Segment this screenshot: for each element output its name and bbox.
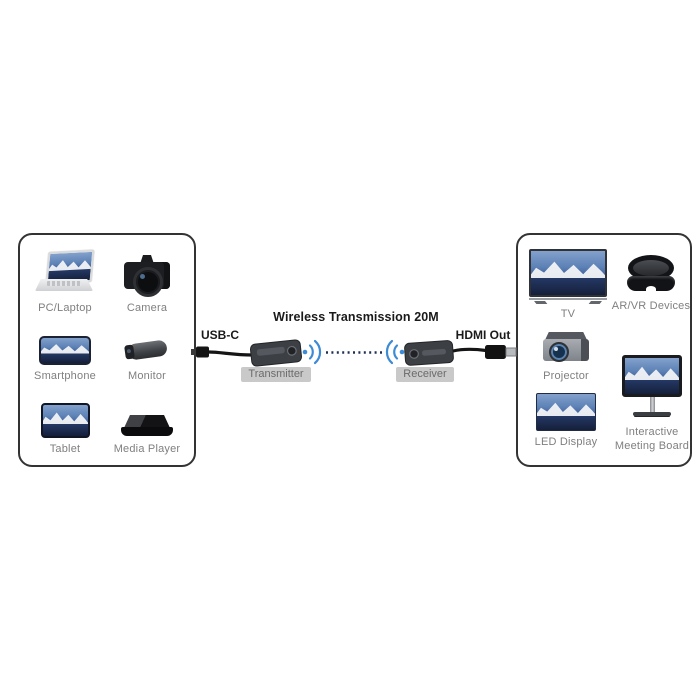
device-label: Camera: [126, 302, 168, 314]
transmitter-chip-row: Transmitter: [216, 367, 336, 382]
wifi-signal-in-icon: [385, 339, 405, 365]
laptop-icon: [35, 249, 95, 297]
receiver-label: Receiver: [396, 367, 454, 382]
monitor-icon: [123, 337, 171, 365]
wifi-signal-out-icon: [302, 339, 322, 365]
tablet-icon: [40, 403, 90, 438]
receiver-device-icon: [404, 340, 454, 366]
device-label: TV: [560, 308, 576, 320]
wireless-link-graphic: [191, 339, 517, 367]
device-label: Monitor: [127, 370, 167, 382]
meeting-board-icon: [616, 355, 688, 421]
transmitter-device-icon: [249, 339, 303, 367]
device-cell-media-player: Media Player: [106, 403, 188, 456]
device-label: Tablet: [49, 443, 81, 455]
device-cell-arvr: AR/VR Devices: [611, 253, 691, 313]
source-devices-box: PC/Laptop Camera Smartphone Monitor: [18, 233, 196, 467]
hdmi-out-label: HDMI Out: [455, 328, 511, 342]
device-label: Media Player: [113, 443, 181, 455]
device-label: PC/Laptop: [38, 302, 92, 314]
receiver-chip-row: Receiver: [365, 367, 485, 382]
device-label: Interactive Meeting Board: [614, 426, 690, 453]
device-cell-tablet: Tablet: [24, 403, 106, 456]
display-devices-box: TV AR/VR Devices Projector: [516, 233, 692, 467]
hdmi-plug-icon: [485, 345, 517, 359]
usb-plug-icon: [191, 346, 209, 358]
diagram-title: Wireless Transmission 20M: [273, 310, 439, 324]
device-cell-smartphone: Smartphone: [24, 333, 106, 383]
device-cell-projector: Projector: [524, 329, 608, 383]
device-cell-pc-laptop: PC/Laptop: [24, 249, 106, 315]
tv-icon: [529, 249, 607, 303]
projector-icon: [542, 332, 590, 365]
vr-headset-icon: [623, 255, 679, 295]
device-label: LED Display: [534, 436, 598, 448]
device-cell-tv: TV: [522, 247, 614, 321]
transmitter-label: Transmitter: [241, 367, 311, 382]
smartphone-icon: [39, 336, 91, 365]
usb-c-label: USB-C: [201, 328, 239, 342]
camera-icon: [124, 255, 170, 297]
led-display-icon: [536, 393, 596, 431]
device-label: Smartphone: [34, 370, 96, 382]
hdmi-cable: [452, 347, 487, 353]
media-player-icon: [121, 415, 173, 438]
device-cell-led-display: LED Display: [524, 391, 608, 449]
device-label: AR/VR Devices: [611, 300, 691, 312]
device-cell-monitor: Monitor: [106, 331, 188, 383]
device-cell-camera: Camera: [106, 249, 188, 315]
usb-cable: [208, 350, 253, 357]
device-cell-meeting-board: Interactive Meeting Board: [612, 355, 692, 454]
device-label: Projector: [543, 370, 589, 382]
